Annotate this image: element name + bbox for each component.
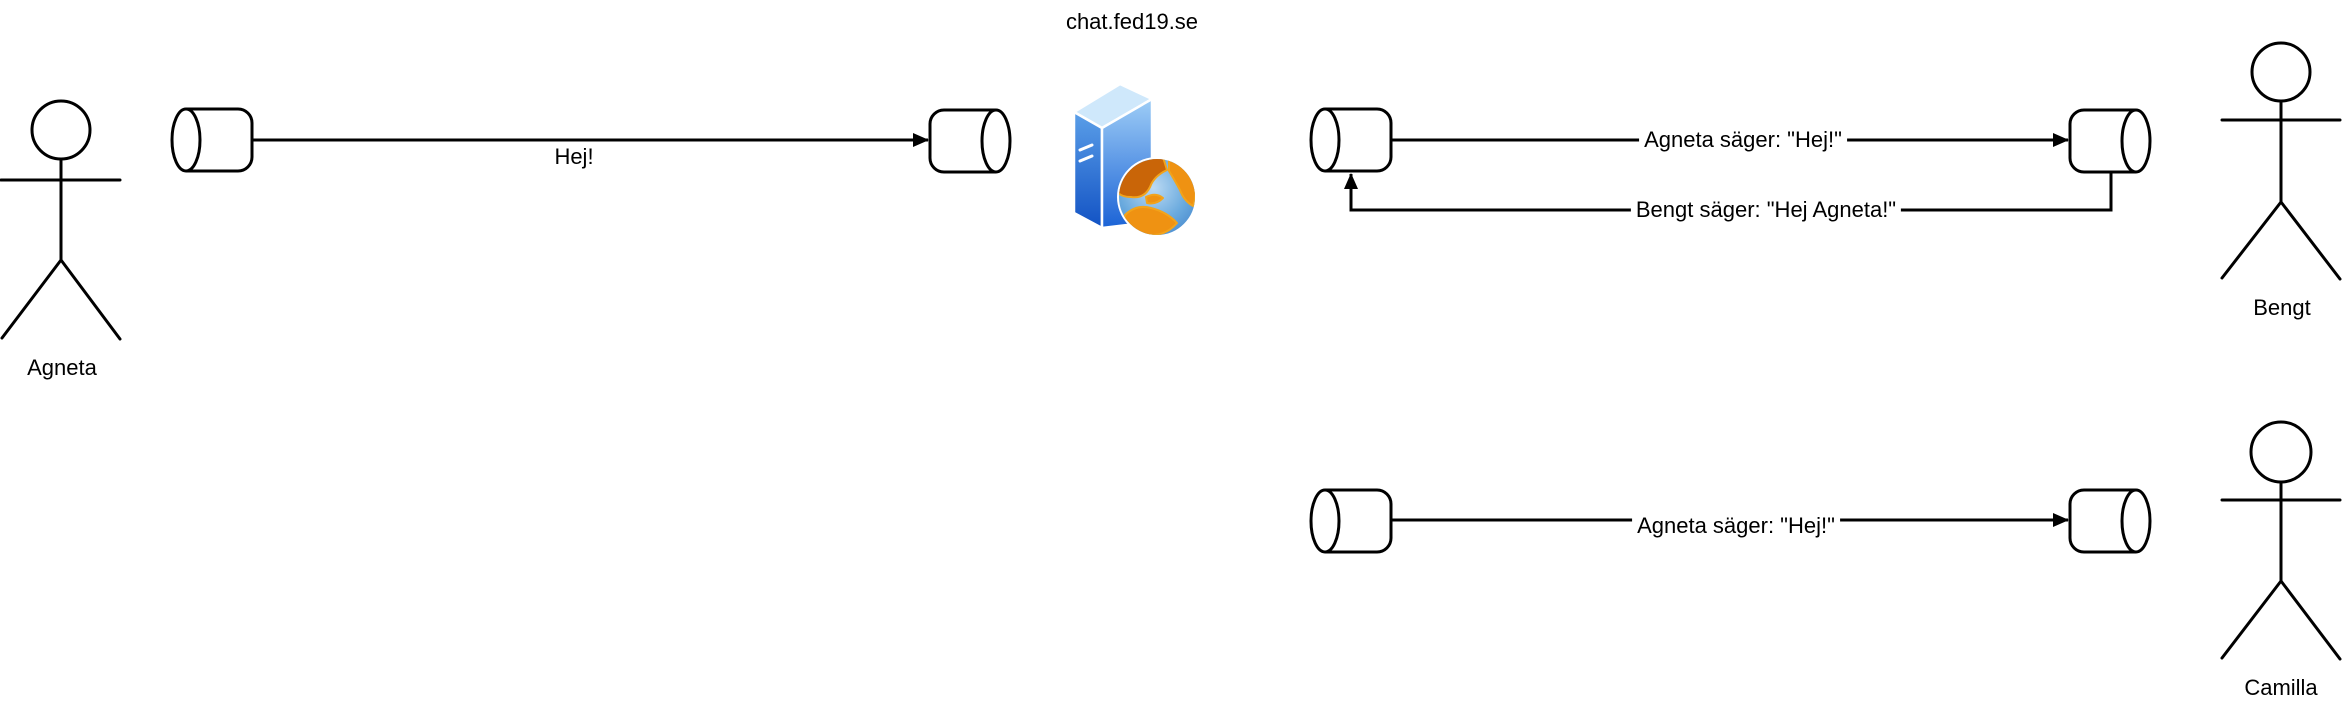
queue-cylinder-camilla-in xyxy=(2068,488,2152,554)
actor-camilla-figure xyxy=(2220,420,2342,661)
actor-head xyxy=(2250,41,2312,103)
actor-legs xyxy=(2220,579,2342,661)
actor-camilla-label: Camilla xyxy=(2244,675,2318,700)
actor-agneta-figure xyxy=(0,99,122,341)
globe-icon xyxy=(1117,157,1197,237)
server-title: chat.fed19.se xyxy=(1065,9,1199,34)
actor-bengt-label: Bengt xyxy=(2253,295,2311,320)
message-label-hej: Hej! xyxy=(554,144,594,169)
web-server-icon xyxy=(1072,82,1197,237)
actor-legs xyxy=(2220,200,2342,281)
queue-cylinder-agneta-out xyxy=(170,107,254,173)
message-label-server-to-bengt: Agneta säger: "Hej!" xyxy=(1639,127,1847,153)
actor-head xyxy=(30,99,92,161)
queue-cylinder-server-in xyxy=(928,108,1012,174)
message-label-bengt-reply: Bengt säger: "Hej Agneta!" xyxy=(1630,197,1902,223)
server-led-dashes xyxy=(1078,143,1094,163)
message-label-server-to-camilla: Agneta säger: "Hej!" xyxy=(1632,513,1840,539)
queue-cylinder-server-out-camilla xyxy=(1309,488,1393,554)
actor-head xyxy=(2249,420,2313,484)
actor-legs xyxy=(0,258,122,341)
queue-cylinder-server-out-bengt xyxy=(1309,107,1393,173)
actor-agneta-label: Agneta xyxy=(27,355,97,380)
queue-cylinder-bengt-in xyxy=(2068,108,2152,174)
actor-bengt-figure xyxy=(2220,41,2342,281)
